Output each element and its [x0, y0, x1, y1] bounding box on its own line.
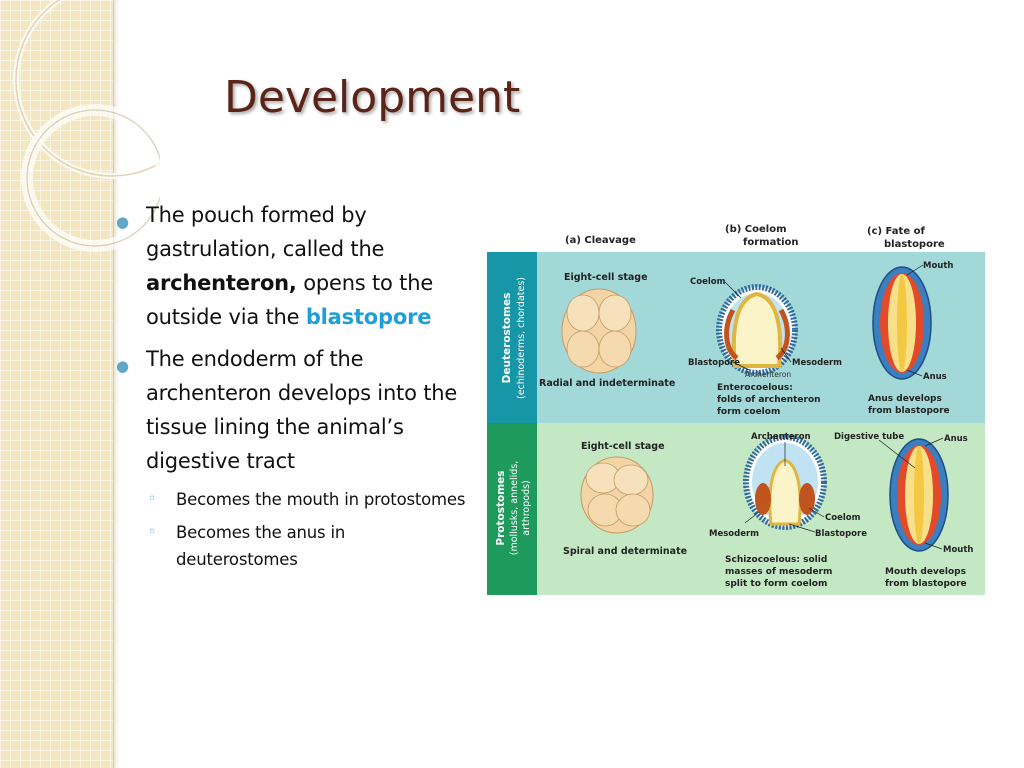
prot-fate-embryo [889, 438, 949, 552]
prot-coelom-embryo [743, 434, 827, 530]
prot-archenteron-label: Archenteron [751, 432, 811, 442]
deut-mouth-label: Mouth [923, 261, 953, 271]
deut-eight-cell-embryo [561, 288, 637, 374]
header-fate-1: (c) Fate of [867, 226, 925, 237]
bullet-item: ● The endoderm of the archenteron develo… [110, 342, 470, 478]
prot-coelom-label: Coelom [825, 513, 861, 523]
bullet-list: ● The pouch formed by gastrulation, call… [110, 198, 470, 579]
deut-fate-2: from blastopore [868, 406, 950, 416]
deut-enterocoelous-3: form coelom [717, 407, 780, 417]
decorative-rings [13, 0, 160, 252]
header-fate-2: blastopore [884, 239, 945, 250]
deut-archenteron-label: Archenteron [745, 370, 791, 379]
embryo-development-figure: (a) Cleavage (b) Coelom formation (c) Fa… [487, 224, 985, 595]
deut-anus-label: Anus [923, 372, 947, 382]
prot-fate-2: from blastopore [885, 579, 967, 589]
sub-bullet-item: ◦ Becomes the anus in deuterostomes [110, 519, 470, 573]
prot-eight-cell-label: Eight-cell stage [581, 441, 665, 452]
prot-blastopore-label: Blastopore [815, 529, 867, 539]
deuterostomes-label: Deuterostomes [501, 293, 513, 384]
deut-fate-embryo [872, 266, 932, 380]
bullet-text: The endoderm of the archenteron develops… [146, 347, 458, 473]
deut-coelom-label: Coelom [690, 277, 726, 287]
prot-schizocoelous-3: split to form coelom [725, 579, 827, 589]
bullet-dot-icon: ● [116, 357, 129, 375]
bullet-dot-icon: ● [116, 213, 129, 231]
prot-mesoderm-label: Mesoderm [709, 529, 759, 539]
header-coelom-1: (b) Coelom [725, 224, 787, 235]
protostome-label-bar [487, 423, 537, 595]
deut-enterocoelous-1: Enterocoelous: [717, 383, 793, 393]
bullet-item: ● The pouch formed by gastrulation, call… [110, 198, 470, 334]
term-blastopore: blastopore [305, 305, 432, 329]
deut-radial-label: Radial and indeterminate [539, 378, 675, 389]
prot-eight-cell-embryo [580, 456, 654, 534]
protostomes-sublabel-1: (mollusks, annelids, [509, 461, 520, 556]
ring-bullet-icon: ◦ [148, 491, 157, 507]
prot-schizocoelous-2: masses of mesoderm [725, 567, 832, 577]
prot-anus-label: Anus [944, 434, 968, 444]
prot-fate-1: Mouth develops [885, 567, 966, 577]
prot-spiral-label: Spiral and determinate [563, 546, 687, 557]
header-coelom-2: formation [743, 237, 799, 248]
prot-schizocoelous-1: Schizocoelous: solid [725, 555, 827, 565]
deut-eight-cell-label: Eight-cell stage [564, 272, 648, 283]
deut-mesoderm-label: Mesoderm [792, 358, 842, 368]
term-archenteron: archenteron, [146, 271, 297, 295]
bullet-text: The pouch formed by gastrulation, called… [146, 203, 385, 261]
slide-title: Development [224, 72, 521, 123]
prot-mouth-label: Mouth [943, 545, 973, 555]
ring-bullet-icon: ◦ [148, 524, 157, 540]
protostomes-sublabel-2: arthropods) [521, 480, 532, 536]
prot-digestive-label: Digestive tube [834, 432, 904, 442]
deut-coelom-embryo [716, 284, 798, 376]
deut-fate-1: Anus develops [868, 394, 942, 404]
deut-blastopore-label: Blastopore [688, 358, 740, 368]
deuterostome-label-bar [487, 252, 537, 423]
bullet-text: opens to the outside via the [146, 271, 434, 329]
header-cleavage: (a) Cleavage [565, 235, 636, 246]
deuterostomes-sublabel: (echinoderms, chordates) [516, 277, 527, 399]
protostomes-label: Protostomes [495, 470, 507, 545]
sub-bullet-text: Becomes the anus in deuterostomes [176, 523, 346, 569]
side-strip-shadow [113, 0, 119, 768]
sub-bullet-text: Becomes the mouth in protostomes [176, 490, 466, 509]
sub-bullet-item: ◦ Becomes the mouth in protostomes [110, 486, 470, 513]
deut-enterocoelous-2: folds of archenteron [717, 395, 821, 405]
